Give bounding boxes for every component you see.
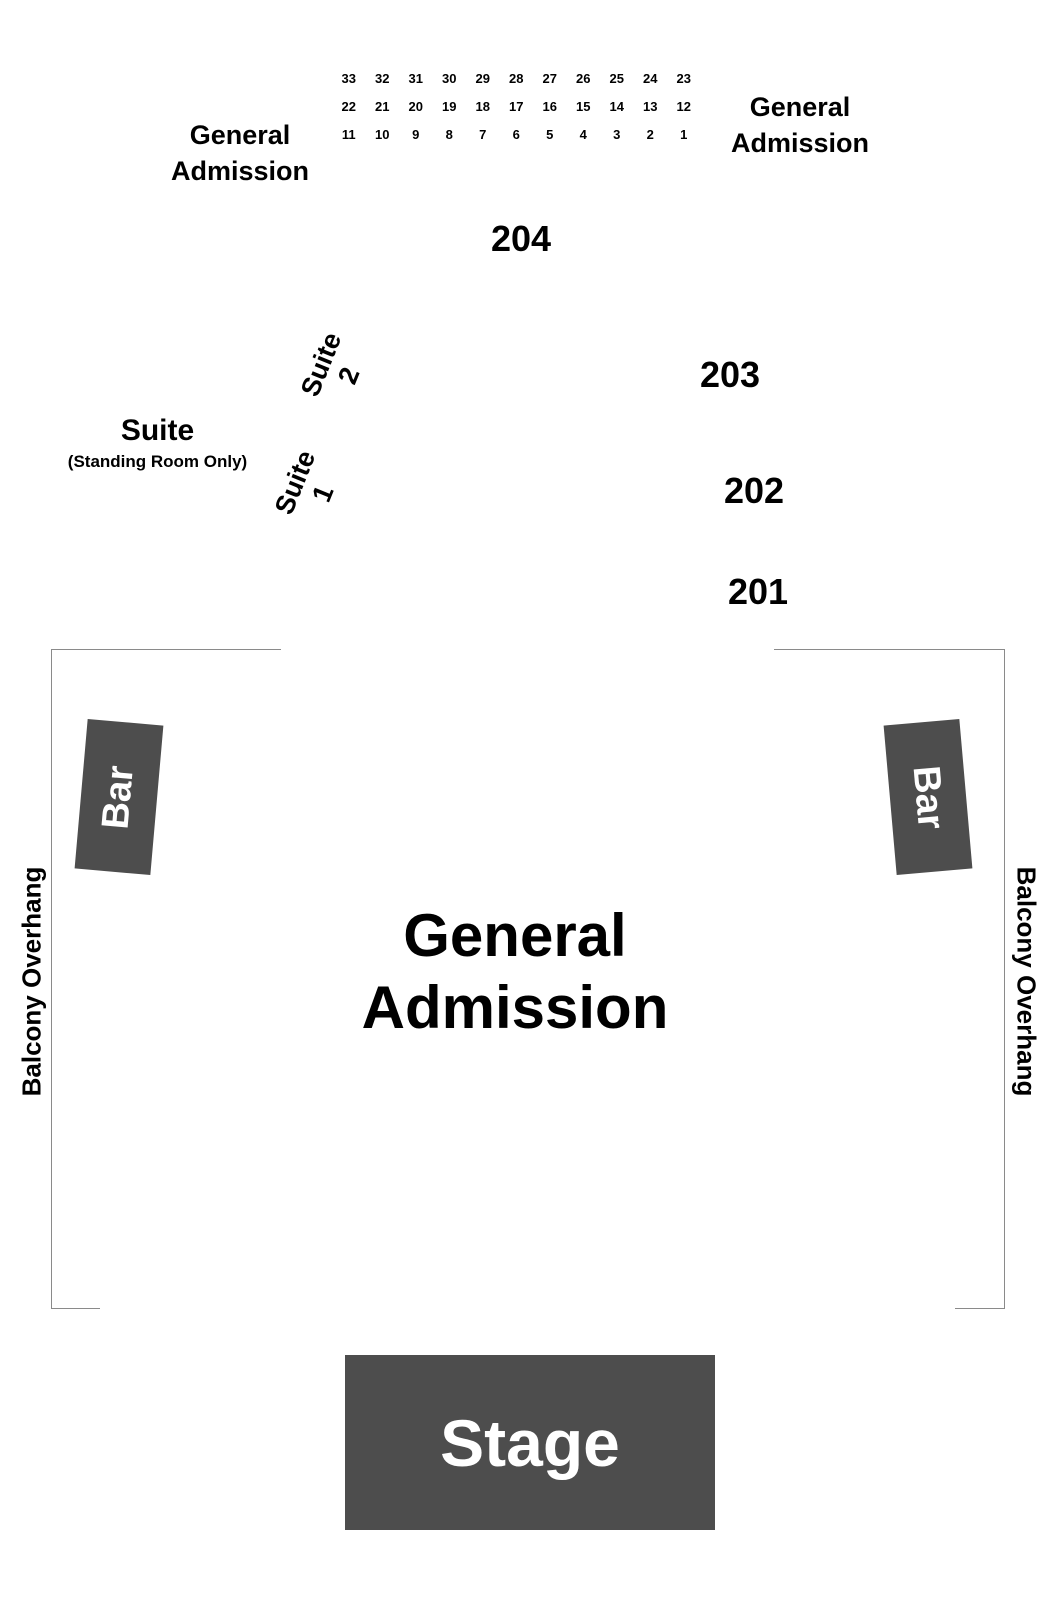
bar-right[interactable]: Bar [883, 718, 973, 876]
seat[interactable]: 2 [646, 126, 654, 142]
seat[interactable]: 32 [375, 70, 390, 86]
seat[interactable]: 28 [509, 70, 524, 86]
floor-outline-bottom-left [51, 1308, 100, 1309]
seat[interactable]: 11 [341, 126, 356, 142]
seat-row-middle: 22 21 20 19 18 17 16 15 14 13 12 [332, 92, 702, 120]
seat[interactable]: 24 [643, 70, 658, 86]
balcony-overhang-right: Balcony Overhang [1011, 866, 1042, 1097]
seat[interactable]: 21 [375, 98, 390, 114]
bar-left-label: Bar [94, 763, 143, 831]
floor-outline-bottom-right [955, 1308, 1005, 1309]
seat[interactable]: 8 [445, 126, 453, 142]
ga-floor-line1: General [403, 902, 627, 969]
seat[interactable]: 33 [341, 70, 356, 86]
section-202[interactable]: 202 [724, 470, 785, 511]
section-203[interactable]: 203 [700, 354, 761, 395]
seat[interactable]: 6 [512, 126, 520, 142]
ga-left-line2: Admission [170, 156, 310, 186]
section-204[interactable]: 204 [491, 218, 552, 259]
ga-floor-line2: Admission [361, 974, 669, 1041]
floor-outline-top-right [774, 649, 1005, 650]
balcony-overhang-left: Balcony Overhang [16, 866, 47, 1097]
ga-right-line1: General [749, 92, 851, 122]
section-suite-1[interactable]: Suite 1 [264, 435, 353, 541]
bar-right-label: Bar [904, 763, 953, 831]
seat[interactable]: 13 [643, 98, 658, 114]
seat[interactable]: 22 [341, 98, 356, 114]
seat[interactable]: 27 [542, 70, 557, 86]
seat[interactable]: 5 [546, 126, 554, 142]
section-201[interactable]: 201 [728, 571, 789, 612]
seat[interactable]: 17 [509, 98, 524, 114]
seat[interactable]: 7 [479, 126, 487, 142]
suite-sro-subtitle: (Standing Room Only) [67, 452, 248, 471]
seat[interactable]: 25 [609, 70, 624, 86]
stage-label: Stage [440, 1405, 620, 1480]
section-ga-balcony-right[interactable]: General Admission [700, 89, 900, 161]
seat[interactable]: 31 [408, 70, 423, 86]
bar-left[interactable]: Bar [74, 718, 164, 876]
section-suite-2[interactable]: Suite 2 [290, 317, 379, 423]
section-ga-balcony-left[interactable]: General Admission [140, 117, 340, 189]
ga-left-line1: General [189, 120, 291, 150]
seat-row-bottom: 11 10 9 8 7 6 5 4 3 2 1 [332, 120, 702, 148]
seat[interactable]: 10 [375, 126, 390, 142]
floor-outline-right [1004, 649, 1005, 1308]
section-ga-floor[interactable]: General Admission [300, 900, 730, 1044]
seat[interactable]: 19 [442, 98, 457, 114]
seat[interactable]: 29 [475, 70, 490, 86]
stage: Stage [345, 1355, 715, 1530]
seat[interactable]: 14 [609, 98, 624, 114]
seat[interactable]: 18 [475, 98, 490, 114]
section-suite-standing-room[interactable]: Suite (Standing Room Only) [40, 414, 275, 472]
seat[interactable]: 9 [412, 126, 420, 142]
seat[interactable]: 3 [613, 126, 621, 142]
seat[interactable]: 15 [576, 98, 591, 114]
seat[interactable]: 26 [576, 70, 591, 86]
seat[interactable]: 23 [676, 70, 691, 86]
ga-right-line2: Admission [730, 128, 870, 158]
floor-outline-top-left [51, 649, 281, 650]
seat[interactable]: 16 [542, 98, 557, 114]
seat[interactable]: 20 [408, 98, 423, 114]
seat[interactable]: 1 [680, 126, 688, 142]
seat[interactable]: 4 [579, 126, 587, 142]
floor-outline-left [51, 649, 52, 1308]
seat[interactable]: 30 [442, 70, 457, 86]
seat[interactable]: 12 [676, 98, 691, 114]
suite-sro-title: Suite [120, 414, 195, 447]
seat-row-top: 33 32 31 30 29 28 27 26 25 24 23 [332, 64, 702, 92]
